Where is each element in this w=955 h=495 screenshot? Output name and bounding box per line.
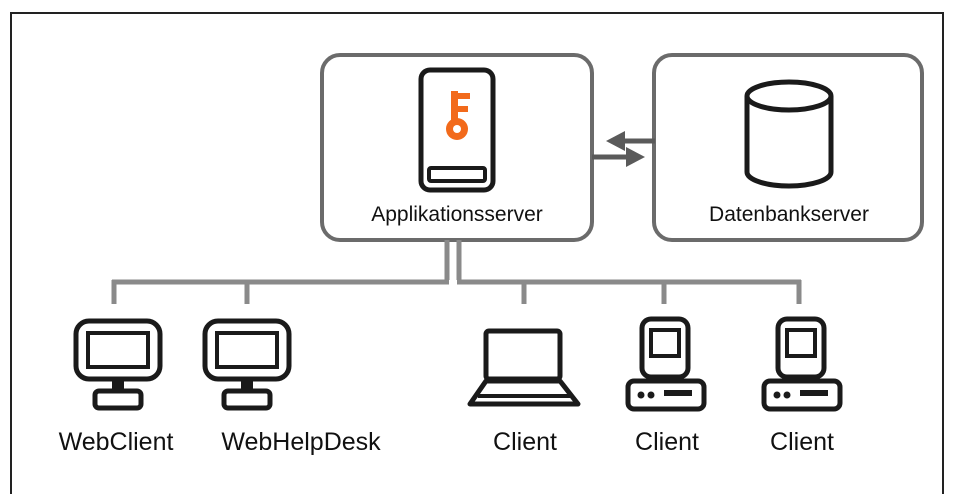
database-icon <box>744 79 834 189</box>
database-server-label: Datenbankserver <box>709 203 869 226</box>
bidirectional-arrows <box>592 131 655 167</box>
client-laptop-icon <box>467 328 581 407</box>
client-desktop-pc-icon-1 <box>625 316 707 412</box>
diagram-frame <box>10 12 944 494</box>
client-desktop-label-2: Client <box>770 428 834 456</box>
client-desktop-label-1: Client <box>635 428 699 456</box>
connector-lines <box>111 240 802 304</box>
application-server-label: Applikationsserver <box>371 203 543 226</box>
webhelpdesk-monitor-icon <box>202 318 292 411</box>
webclient-label: WebClient <box>58 428 174 456</box>
client-desktop-pc-icon-2 <box>761 316 843 412</box>
client-laptop-label: Client <box>493 428 557 456</box>
webhelpdesk-label: WebHelpDesk <box>221 428 381 456</box>
key-server-icon <box>418 67 496 193</box>
webclient-monitor-icon <box>73 318 163 411</box>
